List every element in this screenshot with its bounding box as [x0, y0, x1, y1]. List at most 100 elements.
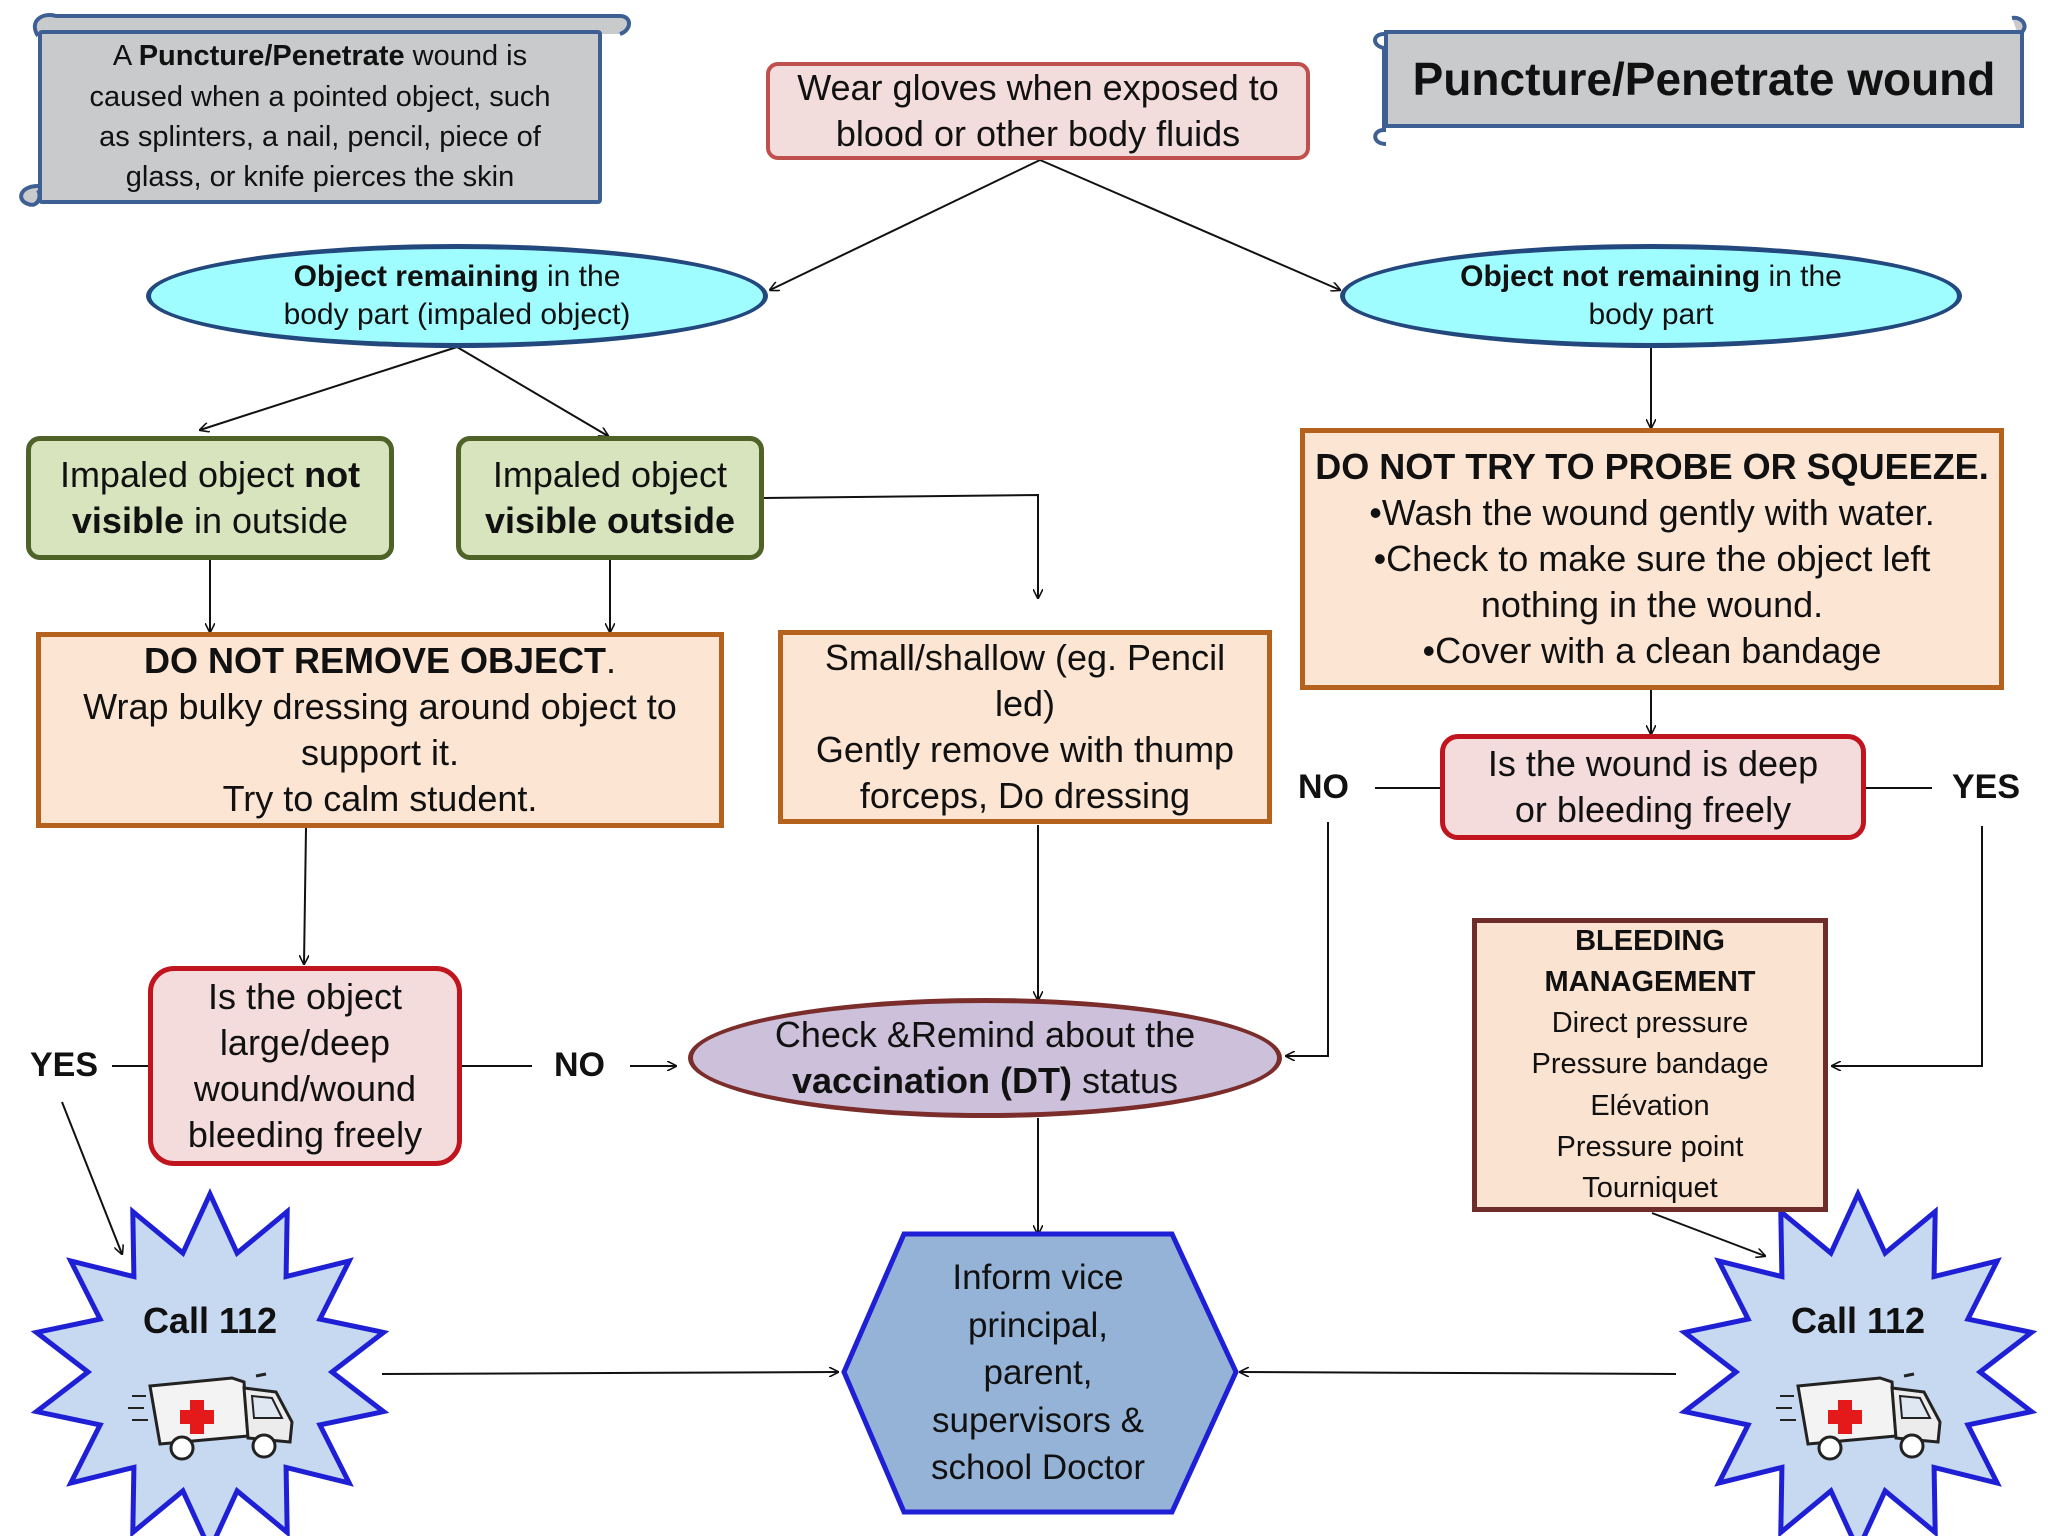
object-not-remaining-bold: Object not remaining — [1460, 259, 1761, 293]
vaccination-ellipse: Check &Remind about the vaccination (DT)… — [688, 998, 1282, 1118]
wound-deep-line-2: or bleeding freely — [1514, 789, 1792, 830]
no-label-left: NO — [554, 1046, 605, 1084]
bleeding-item: Elévation — [1590, 1089, 1710, 1122]
inform-line: supervisors & — [931, 1400, 1145, 1440]
scroll-curl-decoration — [19, 184, 42, 207]
vaccination-bold: vaccination (DT) — [791, 1060, 1072, 1101]
impaled-not-visible-line-1: Impaled object not — [60, 452, 360, 498]
do-not-probe-bullet-2: •Check to make sure the object left — [1373, 537, 1931, 579]
object-large-line-3: wound/wound — [193, 1068, 417, 1109]
arrow-donotremove-to-decision — [304, 827, 306, 964]
definition-prefix: A — [112, 40, 139, 73]
inform-line: Inform vice — [952, 1258, 1124, 1298]
page-title: Puncture/Penetrate wound — [1412, 53, 1996, 105]
object-large-decision: Is the object large/deep wound/wound ble… — [148, 966, 462, 1166]
ambulance-icon — [128, 1372, 294, 1461]
impaled-not-visible-bold: not — [304, 453, 361, 495]
object-large-line-2: large/deep — [219, 1021, 391, 1063]
do-not-remove-line-2: Wrap bulky dressing around object to — [83, 685, 677, 727]
bleeding-title-1: BLEEDING — [1575, 924, 1725, 957]
inform-line: school Doctor — [931, 1448, 1145, 1488]
do-not-remove-line-1: DO NOT REMOVE OBJECT. — [144, 638, 616, 684]
inform-hexagon-shape — [841, 1231, 1239, 1515]
do-not-probe-bullet-2b: nothing in the wound. — [1480, 584, 1824, 626]
impaled-visible-bold: visible outside — [484, 500, 736, 541]
impaled-not-visible-line-2: visible in outside — [72, 498, 348, 544]
small-shallow-line-3: Gently remove with thump — [815, 729, 1235, 770]
definition-line-1: A Puncture/Penetrate wound is — [113, 36, 527, 76]
bleeding-title-2: MANAGEMENT — [1544, 966, 1756, 999]
yes-label-left: YES — [30, 1046, 99, 1084]
arrow-call-left-to-inform — [381, 1372, 838, 1374]
do-not-remove-dot: . — [606, 639, 617, 681]
object-remaining-ellipse: Object remaining in the body part (impal… — [146, 244, 768, 348]
vaccination-line-2: vaccination (DT) status — [792, 1058, 1178, 1104]
impaled-not-visible-bold-2: visible — [71, 500, 184, 541]
do-not-remove-line-4: Try to calm student. — [222, 778, 538, 820]
inform-hexagon: Inform vice principal, parent, superviso… — [880, 1240, 1196, 1506]
object-remaining-rest: in the — [538, 259, 621, 293]
impaled-not-visible-plain-2: in outside — [183, 500, 349, 541]
bleeding-item: Tourniquet — [1582, 1171, 1718, 1204]
object-not-remaining-line-1: Object not remaining in the — [1460, 258, 1842, 296]
object-remaining-bold: Object remaining — [293, 259, 539, 293]
ambulance-icon — [1776, 1372, 1942, 1461]
arrow-no-right-to-vacc — [1286, 822, 1329, 1056]
inform-line: parent, — [983, 1353, 1093, 1393]
definition-line-2: caused when a pointed object, such — [89, 80, 551, 113]
object-large-line-4: bleeding freely — [187, 1114, 423, 1156]
inform-line: principal, — [967, 1305, 1109, 1345]
call-112-left: Call 112 — [142, 1300, 278, 1341]
wear-gloves-line-2: blood or other body fluids — [835, 113, 1241, 154]
arrow-call-right-to-inform — [1240, 1372, 1677, 1374]
wear-gloves-line-1: Wear gloves when exposed to — [797, 66, 1279, 108]
impaled-visible-box: Impaled object visible outside — [456, 436, 764, 560]
arrow-yes-to-call-left — [61, 1101, 122, 1254]
object-not-remaining-line-2: body part — [1588, 298, 1714, 331]
wound-deep-decision: Is the wound is deep or bleeding freely — [1440, 734, 1866, 840]
object-not-remaining-ellipse: Object not remaining in the body part — [1340, 244, 1962, 348]
wound-deep-line-1: Is the wound is deep — [1487, 742, 1819, 784]
object-large-line-1: Is the object — [207, 975, 403, 1017]
definition-bold: Puncture/Penetrate — [138, 40, 405, 73]
object-remaining-line-1: Object remaining in the — [294, 258, 621, 296]
small-shallow-line-1: Small/shallow (eg. Pencil — [824, 636, 1226, 678]
do-not-remove-box: DO NOT REMOVE OBJECT. Wrap bulky dressin… — [36, 632, 724, 828]
definition-scroll: A Puncture/Penetrate wound is caused whe… — [38, 30, 602, 204]
arrow-visible-to-small — [762, 493, 1038, 598]
call-left-star-shape — [30, 1188, 390, 1536]
vaccination-rest: status — [1071, 1060, 1179, 1101]
definition-rest: wound is — [404, 40, 528, 73]
yes-label-right: YES — [1952, 768, 2021, 806]
small-shallow-line-2: led) — [994, 682, 1056, 724]
small-shallow-line-4: forceps, Do dressing — [859, 775, 1191, 817]
do-not-probe-bullet-3: •Cover with a clean bandage — [1422, 630, 1882, 672]
arrow-remaining-to-visible — [456, 346, 608, 436]
arrow-start-to-not-remaining — [1039, 159, 1340, 290]
bleeding-management-box: BLEEDING MANAGEMENT Direct pressure Pres… — [1472, 918, 1828, 1212]
bleeding-item: Pressure point — [1556, 1130, 1744, 1163]
impaled-not-visible-box: Impaled object not visible in outside — [26, 436, 394, 560]
do-not-remove-bold: DO NOT REMOVE OBJECT — [143, 639, 607, 681]
arrow-remaining-to-not-visible — [200, 346, 458, 430]
do-not-probe-bullet-1: •Wash the wound gently with water. — [1369, 491, 1935, 533]
wear-gloves-box: Wear gloves when exposed to blood or oth… — [766, 62, 1310, 160]
arrow-bleeding-to-call-right — [1651, 1212, 1765, 1256]
title-scroll: Puncture/Penetrate wound — [1384, 30, 2024, 128]
no-label-right: NO — [1298, 768, 1349, 806]
do-not-remove-line-3: support it. — [300, 732, 460, 773]
vaccination-line-1: Check &Remind about the — [774, 1013, 1196, 1055]
do-not-probe-bold: DO NOT TRY TO PROBE OR SQUEEZE. — [1315, 445, 1989, 487]
impaled-not-visible-plain: Impaled object — [59, 453, 305, 495]
arrow-yes-right-to-bleeding — [1832, 826, 1983, 1066]
object-remaining-line-2: body part (impaled object) — [283, 298, 631, 331]
call-112-right: Call 112 — [1790, 1300, 1926, 1341]
impaled-visible-line-1: Impaled object — [492, 453, 728, 495]
call-right-star-shape — [1678, 1188, 2038, 1536]
object-not-remaining-rest: in the — [1760, 259, 1842, 293]
definition-line-4: glass, or knife pierces the skin — [125, 161, 515, 194]
arrow-start-to-remaining — [770, 159, 1041, 290]
bleeding-item: Pressure bandage — [1531, 1048, 1769, 1081]
